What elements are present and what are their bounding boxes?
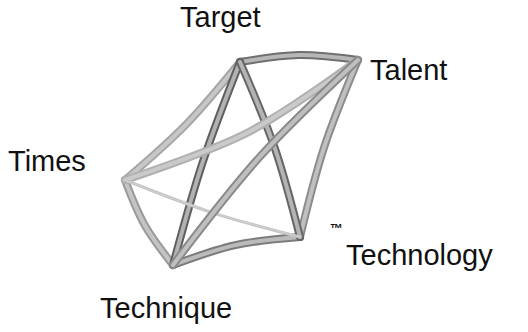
pillar-name: Target	[180, 2, 261, 34]
pillar-label: Target	[177, 0, 264, 62]
pillar-label: Technique	[97, 265, 235, 328]
ribbon-connector	[125, 60, 358, 180]
pillar-name: Technology	[346, 240, 493, 272]
trademark-sign: ™	[330, 222, 343, 235]
pillar-label: Talent	[358, 52, 450, 90]
pillar-label: Technology	[300, 237, 496, 275]
pillar-name: Times	[8, 146, 86, 178]
ribbon-connector	[173, 60, 358, 265]
ribbon-connector	[240, 55, 358, 62]
ribbon-face	[173, 60, 358, 265]
ribbon-edge	[173, 60, 358, 265]
pillar-name: Technique	[100, 293, 232, 325]
ribbon-face	[125, 60, 358, 180]
ribbon-face	[125, 180, 173, 265]
pillar-label: Times	[5, 143, 125, 181]
ribbon-edge	[240, 55, 358, 62]
ribbon-edge	[125, 180, 173, 265]
pillar-name: Talent	[370, 55, 447, 87]
ribbon-face	[240, 55, 358, 62]
ribbon-connector	[125, 180, 173, 265]
ribbon-edge	[125, 60, 358, 180]
